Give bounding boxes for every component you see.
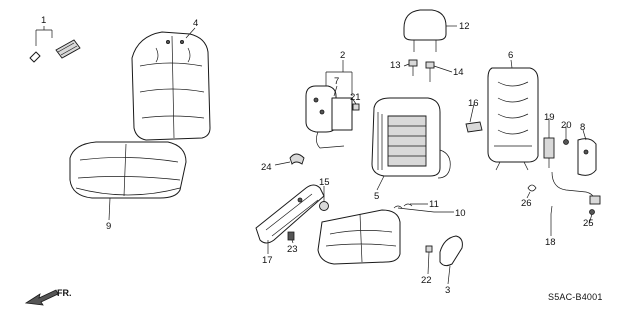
callout-24: 24 — [261, 162, 272, 173]
callout-1: 1 — [41, 15, 46, 26]
callout-14: 14 — [453, 67, 464, 78]
callout-26: 26 — [521, 198, 532, 209]
part-5-seatback-pad[interactable] — [371, 97, 451, 179]
part-17-seat-adjuster[interactable] — [255, 184, 325, 244]
callout-25: 25 — [583, 218, 594, 229]
callout-18: 18 — [545, 237, 556, 248]
part-11-hook[interactable] — [393, 203, 413, 209]
part-13-headrest-guide[interactable] — [408, 59, 418, 76]
callout-8: 8 — [580, 122, 585, 133]
part-20-bolt[interactable] — [563, 139, 569, 145]
callout-6: 6 — [508, 50, 513, 61]
part-24-cable-clip[interactable] — [289, 153, 305, 165]
callout-3: 3 — [445, 285, 450, 296]
callout-19: 19 — [544, 112, 555, 123]
part-12-headrest[interactable] — [403, 9, 447, 52]
part-4-seatback-cover[interactable] — [131, 31, 211, 141]
part-10-cushion-pad[interactable] — [317, 209, 401, 265]
part-8-cover[interactable] — [577, 138, 597, 176]
callout-15: 15 — [319, 177, 330, 188]
part-15-knob[interactable] — [319, 201, 329, 211]
front-label: FR. — [57, 288, 72, 298]
callout-4: 4 — [193, 18, 198, 29]
diagram-code: S5AC-B4001 — [548, 292, 603, 302]
part-22-clip[interactable] — [425, 245, 433, 253]
part-16-bracket[interactable] — [465, 121, 483, 133]
callout-17: 17 — [262, 255, 273, 266]
callout-2: 2 — [340, 50, 345, 61]
callout-23: 23 — [287, 244, 298, 255]
part-21-clip[interactable] — [352, 103, 360, 111]
callout-21: 21 — [350, 92, 361, 103]
callout-9: 9 — [106, 221, 111, 232]
part-6-seatback-frame[interactable] — [487, 67, 539, 171]
callout-13: 13 — [390, 60, 401, 71]
callout-10: 10 — [455, 208, 466, 219]
part-23-bolt[interactable] — [287, 231, 295, 241]
callout-16: 16 — [468, 98, 479, 109]
part-26-clip[interactable] — [527, 184, 537, 192]
front-direction-indicator: FR. — [24, 288, 72, 306]
callout-12: 12 — [459, 21, 470, 32]
part-25-grommet[interactable] — [589, 209, 595, 215]
part-18-wire-harness[interactable] — [551, 171, 601, 205]
callout-7: 7 — [334, 76, 339, 87]
front-arrow-icon — [24, 289, 59, 306]
part-3-side-cover[interactable] — [439, 235, 463, 267]
part-1-trim-clips[interactable] — [29, 29, 81, 63]
callout-5: 5 — [374, 191, 379, 202]
leader-lines — [43, 25, 593, 285]
callout-11: 11 — [429, 199, 439, 210]
part-19-actuator[interactable] — [543, 137, 555, 168]
part-14-headrest-guide-lock[interactable] — [425, 61, 435, 82]
callout-numbers: 1 2 3 4 5 6 7 8 9 10 11 12 13 14 15 16 1… — [41, 15, 594, 296]
part-7-side-trim[interactable] — [305, 85, 353, 149]
callout-20: 20 — [561, 120, 572, 131]
part-9-cushion-cover[interactable] — [69, 141, 187, 199]
callout-22: 22 — [421, 275, 432, 286]
